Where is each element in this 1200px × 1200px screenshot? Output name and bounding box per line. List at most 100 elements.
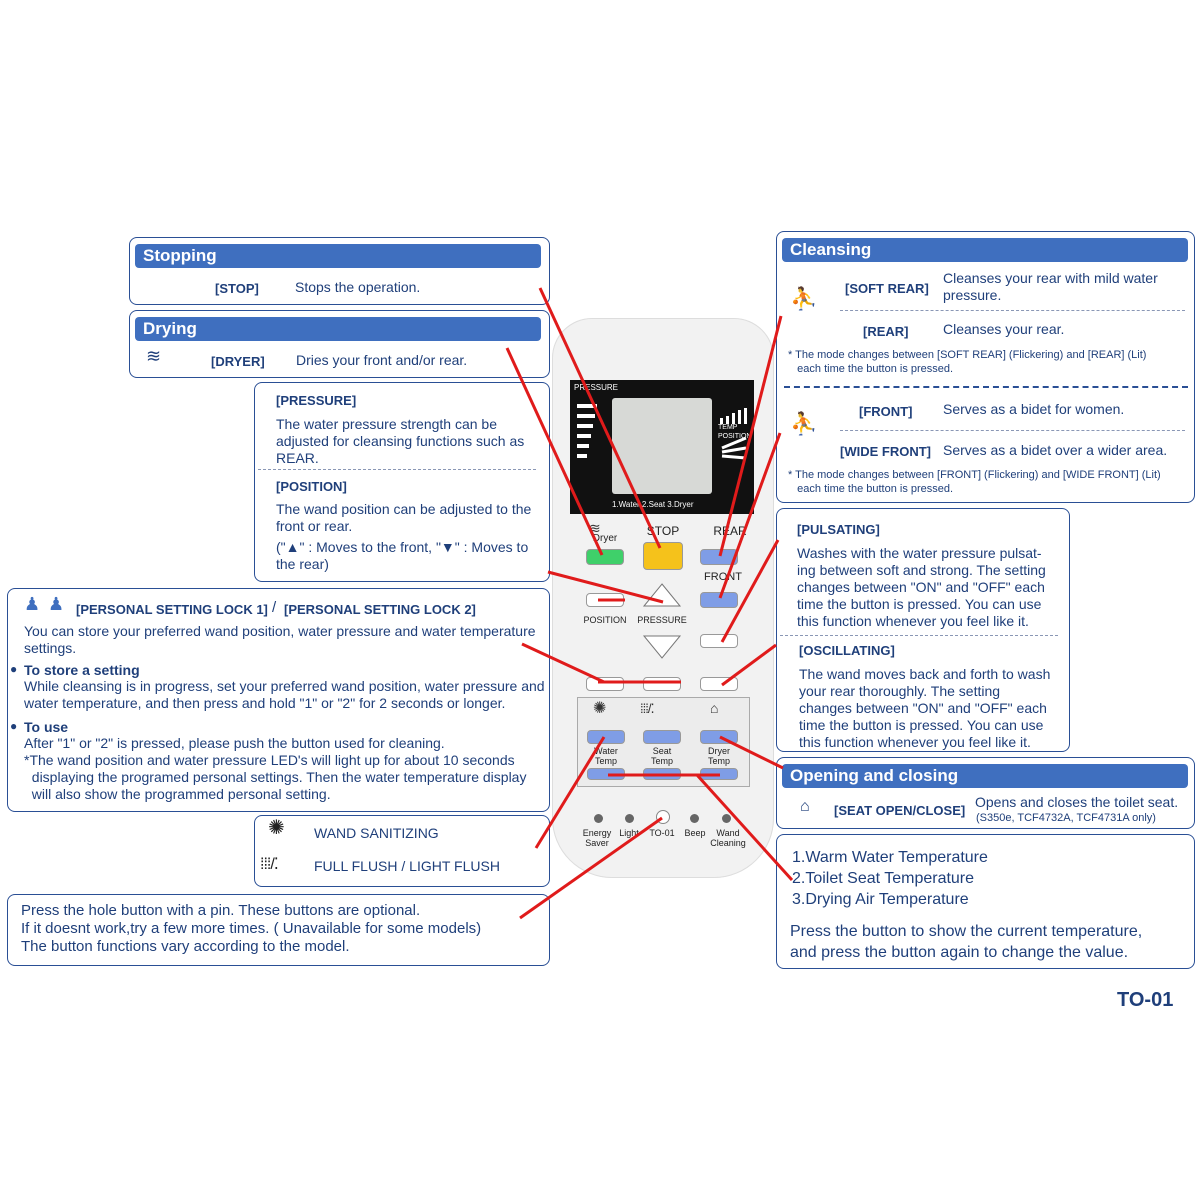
- position-line-4: the rear): [276, 556, 329, 572]
- personal-lock-2: [PERSONAL SETTING LOCK 2]: [284, 602, 476, 617]
- pressure-bar: [577, 454, 587, 458]
- rear-button[interactable]: [700, 549, 738, 565]
- lcd-pressure-label: PRESSURE: [574, 383, 619, 392]
- pressure-bar: [577, 414, 595, 418]
- pressure-title: [PRESSURE]: [276, 393, 357, 408]
- stop-label: STOP: [646, 524, 680, 538]
- temp-1-button[interactable]: [587, 768, 625, 780]
- bullet-icon: ●: [10, 719, 18, 733]
- soft-rear-desc-2: pressure.: [943, 287, 1002, 303]
- pressure-down-icon[interactable]: [642, 634, 682, 660]
- cleansing-header: Cleansing: [782, 238, 1188, 262]
- pressure-line-3: REAR.: [276, 450, 319, 466]
- seat-temp-label: Seat Temp: [650, 746, 673, 766]
- personal-intro-1: You can store your preferred wand positi…: [24, 623, 536, 639]
- pressure-line-1: The water pressure strength can be: [276, 416, 498, 432]
- cleansing-box: [776, 231, 1195, 503]
- temp-line-1: 1.Warm Water Temperature: [792, 849, 988, 866]
- bullet-icon: ●: [10, 662, 18, 676]
- seat-temp-button[interactable]: [643, 730, 681, 744]
- wand-box: [254, 815, 550, 887]
- divider: [840, 310, 1185, 311]
- store-line-2: water temperature, and then press and ho…: [24, 695, 506, 711]
- water-temp-button[interactable]: [587, 730, 625, 744]
- temp-line-2: 2.Toilet Seat Temperature: [792, 870, 975, 887]
- wand-sanitize-icon: ✺: [593, 700, 607, 717]
- hole-line-2: If it doesnt work,try a few more times. …: [21, 920, 482, 937]
- pulsate-button[interactable]: [700, 634, 738, 648]
- position-up-button[interactable]: [586, 593, 624, 607]
- temp-3-button[interactable]: [700, 768, 738, 780]
- dryer-temp-label: Dryer Temp: [707, 746, 730, 766]
- pulsating-box: [776, 508, 1070, 752]
- store-line-1: While cleansing is in progress, set your…: [24, 678, 545, 694]
- pressure-up-icon[interactable]: [642, 582, 682, 608]
- model-label: TO-01: [1117, 989, 1174, 1011]
- temp-2-button[interactable]: [643, 768, 681, 780]
- stop-button[interactable]: [643, 542, 683, 570]
- rear-key: [REAR]: [863, 324, 909, 339]
- to01-label: TO-01: [649, 828, 675, 838]
- stop-desc: Stops the operation.: [295, 279, 421, 295]
- front-key: [FRONT]: [859, 404, 913, 419]
- stopping-header: Stopping: [135, 244, 541, 268]
- use-line-2: *The wand position and water pressure LE…: [24, 752, 515, 768]
- flush-text: FULL FLUSH / LIGHT FLUSH: [314, 858, 500, 874]
- energy-saver-led[interactable]: [594, 814, 603, 823]
- temp-bars-icon: [720, 408, 747, 460]
- energy-saver-label: Energy Saver: [582, 828, 612, 848]
- seat-open-models: (S350e, TCF4732A, TCF4731A only): [976, 812, 1156, 824]
- pressure-button-label: PRESSURE: [637, 615, 687, 625]
- pulsating-line-4: time the button is pressed. You can use: [797, 596, 1042, 612]
- to01-hole-button[interactable]: [656, 810, 670, 824]
- oscillating-line-1: The wand moves back and forth to wash: [799, 666, 1051, 682]
- dryer-desc: Dries your front and/or rear.: [296, 352, 468, 368]
- person-1-icon: ♟: [24, 594, 41, 614]
- personal-intro-2: settings.: [24, 640, 77, 656]
- personal-lock-1: [PERSONAL SETTING LOCK 1]: [76, 602, 268, 617]
- front-desc: Serves as a bidet for women.: [943, 401, 1125, 417]
- use-line-3: displaying the programed personal settin…: [24, 769, 527, 785]
- position-label: POSITION: [583, 615, 627, 625]
- note2-line-2: each time the button is pressed.: [788, 483, 954, 495]
- personal-1-button[interactable]: [586, 677, 624, 691]
- wand-cleaning-label: Wand Cleaning: [710, 828, 746, 848]
- drying-header: Drying: [135, 317, 541, 341]
- front-button[interactable]: [700, 592, 738, 608]
- note1-line-2: each time the button is pressed.: [788, 363, 954, 375]
- oscillating-line-3: changes between "ON" and "OFF" each: [799, 700, 1047, 716]
- position-title: [POSITION]: [276, 479, 347, 494]
- rear-desc: Cleanses your rear.: [943, 321, 1065, 337]
- dryer-temp-button[interactable]: [700, 730, 738, 744]
- seat-open-key: [SEAT OPEN/CLOSE]: [834, 803, 966, 818]
- pulsating-title: [PULSATING]: [797, 522, 880, 537]
- dryer-key: [DRYER]: [211, 354, 265, 369]
- rear-label: REAR: [713, 524, 747, 538]
- pressure-line-2: adjusted for cleansing functions such as: [276, 433, 525, 449]
- light-led[interactable]: [625, 814, 634, 823]
- oscillating-line-5: this function whenever you feel like it.: [799, 734, 1031, 750]
- opening-header: Opening and closing: [782, 764, 1188, 788]
- oscillate-button[interactable]: [700, 677, 738, 691]
- wand-sanitizing-text: WAND SANITIZING: [314, 825, 439, 841]
- temp-press-1: Press the button to show the current tem…: [790, 923, 1143, 940]
- beep-led[interactable]: [690, 814, 699, 823]
- temperature-box: [776, 834, 1195, 969]
- stop-key: [STOP]: [215, 281, 259, 296]
- wand-cleaning-led[interactable]: [722, 814, 731, 823]
- temp-line-3: 3.Drying Air Temperature: [792, 891, 969, 908]
- light-label: Light: [619, 828, 639, 838]
- dryer-button[interactable]: [586, 549, 624, 565]
- divider: [840, 430, 1185, 431]
- note2-line-1: * The mode changes between [FRONT] (Flic…: [788, 469, 1161, 481]
- pressure-bar: [577, 404, 597, 408]
- pulsating-line-3: changes between "ON" and "OFF" each: [797, 579, 1045, 595]
- divider: [258, 469, 536, 470]
- personal-2-button[interactable]: [643, 677, 681, 691]
- personal-setting-box: [7, 588, 550, 812]
- seat-icon: ⌂: [800, 798, 810, 815]
- pressure-bar: [577, 434, 591, 438]
- dryer-icon: ≋: [146, 346, 162, 366]
- use-line-1: After "1" or "2" is pressed, please push…: [24, 735, 445, 751]
- flush-icon: ⁞⁞⁞/⁚: [640, 701, 655, 716]
